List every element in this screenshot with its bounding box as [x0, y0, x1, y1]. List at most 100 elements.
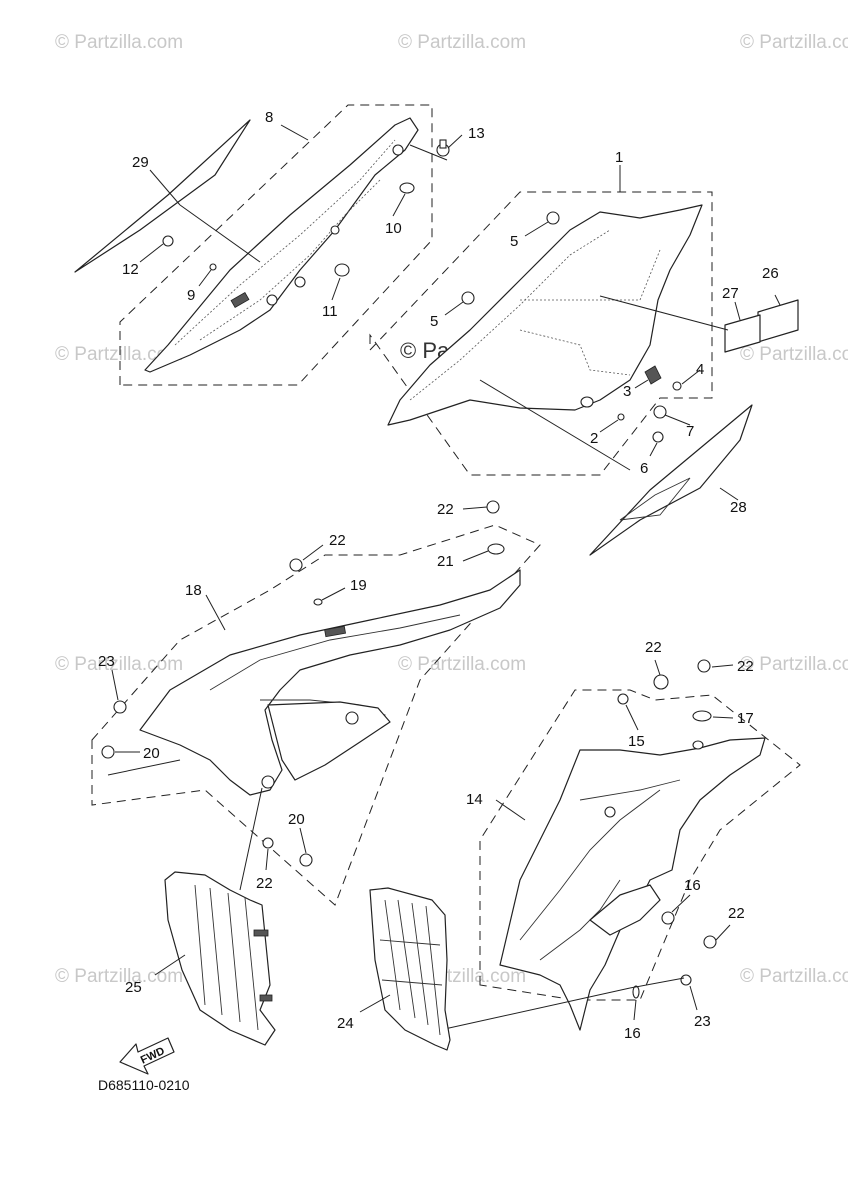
- callout: 21: [437, 553, 454, 570]
- callout: 10: [385, 220, 402, 237]
- callout: 7: [686, 423, 694, 440]
- clip-16: [632, 985, 640, 999]
- washer-16: [661, 911, 675, 925]
- side-cover-1-group: [369, 165, 799, 556]
- grommet-21: [487, 543, 505, 555]
- watermark: © Partzilla.com: [740, 966, 848, 987]
- callout: 16: [684, 877, 701, 894]
- callout: 22: [437, 501, 454, 518]
- clip-19: [313, 598, 323, 606]
- callout: 13: [468, 125, 485, 142]
- bolt-22: [703, 935, 717, 949]
- side-cover-8: [144, 117, 419, 373]
- shroud-18: [139, 569, 521, 796]
- callout: 15: [628, 733, 645, 750]
- bolt-22: [289, 558, 303, 572]
- callout: 9: [187, 287, 195, 304]
- washer-4: [672, 381, 682, 391]
- callout: 3: [623, 383, 631, 400]
- grommet: [266, 294, 278, 306]
- shroud-18-group: [91, 500, 541, 906]
- callout: 11: [322, 303, 338, 320]
- grommet-11: [334, 263, 350, 277]
- callout: 22: [329, 532, 346, 549]
- grommet-20: [299, 853, 313, 867]
- callout: 23: [694, 1013, 711, 1030]
- watermark: © Partzilla.com: [55, 344, 183, 365]
- radiator-cover-24: [369, 887, 451, 1051]
- collar-22: [653, 674, 669, 690]
- callout: 22: [645, 639, 662, 656]
- callout: 22: [256, 875, 273, 892]
- fwd-arrow-icon: FWD: [119, 1037, 175, 1075]
- bolt-22: [486, 500, 500, 514]
- bolt-22: [697, 659, 711, 673]
- callout: 22: [737, 658, 754, 675]
- side-cover-8-group: [74, 104, 463, 386]
- bolt-5: [546, 211, 560, 225]
- bolt-22: [262, 837, 274, 849]
- bolt-6: [652, 431, 664, 443]
- callout: 28: [730, 499, 747, 516]
- callout: 26: [762, 265, 779, 282]
- callout: 25: [125, 979, 142, 996]
- side-cover-1: [387, 204, 703, 426]
- callout: 24: [337, 1015, 354, 1032]
- callout: 20: [288, 811, 305, 828]
- callout: 4: [696, 361, 704, 378]
- grommet-23: [113, 700, 127, 714]
- callout: 29: [132, 154, 149, 171]
- callout: 1: [615, 149, 623, 166]
- callout: 27: [722, 285, 739, 302]
- shroud-14: [499, 737, 766, 1031]
- grommet-17: [692, 710, 712, 722]
- bolt-23: [680, 974, 692, 986]
- watermark: © Partzilla.com: [740, 344, 848, 365]
- grommet: [330, 225, 340, 235]
- washer-9: [209, 263, 217, 271]
- watermark: © Partzilla.com: [398, 654, 526, 675]
- decal-28: [589, 404, 753, 556]
- watermark: © Partzilla.com: [398, 32, 526, 53]
- callout: 16: [624, 1025, 641, 1042]
- decal-26: [757, 299, 799, 343]
- collar-7: [653, 405, 667, 419]
- decal-27: [724, 314, 761, 353]
- nut-3: [644, 365, 662, 385]
- callout: 2: [590, 430, 598, 447]
- callout: 5: [510, 233, 518, 250]
- callout: 6: [640, 460, 648, 477]
- callout: 19: [350, 577, 367, 594]
- washer-15: [617, 693, 629, 705]
- watermark: © Partzilla.com: [55, 32, 183, 53]
- grommet: [294, 276, 306, 288]
- watermark: © Partzilla.com: [740, 654, 848, 675]
- grommet-10: [399, 182, 415, 194]
- radiator-cover-group: [154, 871, 451, 1051]
- callouts: 1 2 3 4 5 5 6 7 8 9 10 11 12 13 14 15 16…: [98, 109, 779, 1042]
- grommet: [392, 144, 404, 156]
- callout: 14: [466, 791, 483, 808]
- radiator-cover-25: [164, 871, 276, 1046]
- fwd-label: FWD: [139, 1045, 167, 1066]
- watermark: © Partzilla.com: [55, 654, 183, 675]
- callout: 5: [430, 313, 438, 330]
- shroud-14-group: [439, 659, 801, 1031]
- callout: 22: [728, 905, 745, 922]
- callout: 17: [737, 710, 754, 727]
- callout: 23: [98, 653, 115, 670]
- watermark: © Partzilla.com: [55, 966, 183, 987]
- watermarks: © Partzilla.com © Partzilla.com © Partzi…: [55, 32, 848, 987]
- callout: 12: [122, 261, 139, 278]
- grommet-20: [101, 745, 115, 759]
- watermark: © Partzilla.com: [740, 32, 848, 53]
- washer-2: [617, 413, 625, 421]
- callout: 18: [185, 582, 202, 599]
- diagram-code: D685110-0210: [98, 1077, 190, 1093]
- bolt-5: [461, 291, 475, 305]
- callout: 8: [265, 109, 273, 126]
- decal-29: [74, 119, 251, 273]
- bolt-12: [162, 235, 174, 247]
- callout: 20: [143, 745, 160, 762]
